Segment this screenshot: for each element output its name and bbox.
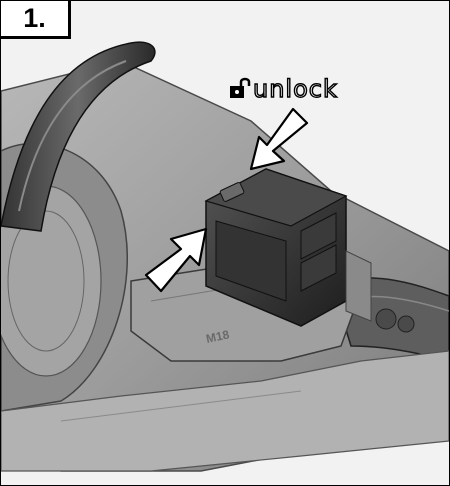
- insert-arrow-top: [249, 107, 309, 171]
- brand-marking: M18: [205, 327, 231, 346]
- battery-pack: [204, 168, 348, 327]
- step-number-badge: 1.: [1, 1, 71, 39]
- step-number: 1.: [23, 3, 46, 33]
- front-handle: [1, 41, 156, 232]
- insert-arrow-bottom: [144, 227, 208, 293]
- padlock-icon: [230, 77, 251, 98]
- unlock-label-text: unlock: [252, 75, 338, 103]
- unlock-callout: unlock: [229, 75, 338, 103]
